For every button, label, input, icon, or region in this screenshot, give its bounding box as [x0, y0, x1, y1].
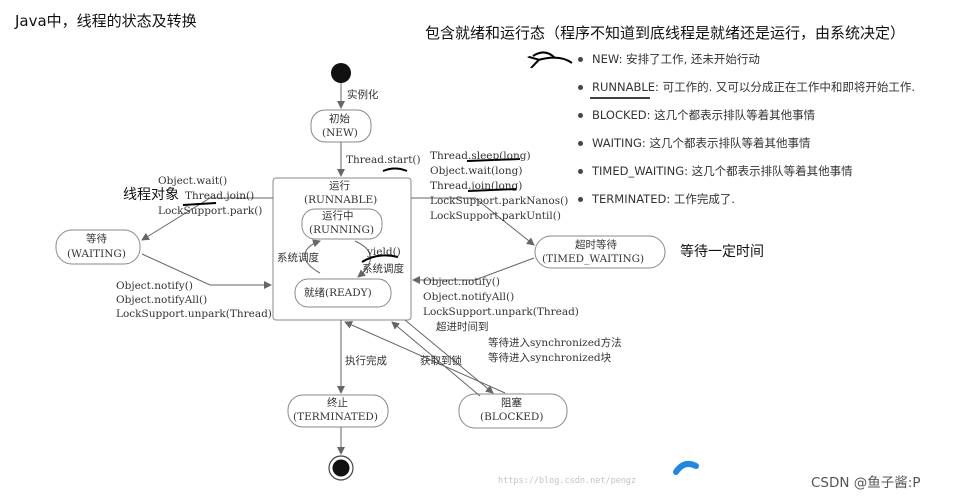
- state-terminated-en: (TERMINATED): [293, 411, 378, 423]
- edge-label-timeout: 超进时间到: [436, 321, 489, 333]
- state-timed-waiting-name: 超时等待: [575, 239, 617, 251]
- edge-label-timed-unpark: LockSupport.unpark(Thread): [423, 306, 579, 318]
- edge-to-timed: [411, 197, 535, 246]
- runnable-heading: 包含就绪和运行态（程序不知道到底线程是就绪还是运行，由系统决定）: [425, 24, 906, 42]
- edge-label-join: Thread.join(): [185, 190, 255, 202]
- edge-label-join-long: Thread.join(long): [430, 180, 523, 192]
- underline-start: [382, 167, 408, 172]
- edge-acquire-lock: [391, 321, 481, 397]
- edge-label-sync-block: 等待进入synchronized块: [488, 352, 612, 364]
- edge-label-timed-notify-all: Object.notifyAll(): [423, 291, 515, 303]
- state-runnable-name: 运行: [329, 180, 350, 192]
- annotation-timed-note: 等待一定时间: [680, 244, 764, 260]
- state-ready-label: 就绪(READY): [304, 287, 372, 299]
- edge-label-yield: yield(): [367, 246, 401, 258]
- watermark-logo-mark: [673, 461, 699, 475]
- edge-label-park-nanos: LockSupport.parkNanos(): [430, 195, 569, 207]
- edge-ready-to-running: [304, 239, 321, 274]
- url-watermark: https://blog.csdn.net/pengz: [498, 476, 637, 486]
- legend-item-runnable: RUNNABLE: 可工作的. 又可以分成正在工作中和即将开始工作.: [576, 80, 915, 108]
- edge-timeout: [344, 321, 506, 394]
- edge-from-timed: [412, 257, 535, 284]
- edge-label-sync-method: 等待进入synchronized方法: [488, 337, 622, 349]
- annotation-hand-arrow: [532, 51, 556, 59]
- annotation-thread-object: 线程对象: [123, 187, 179, 203]
- underline-join-long: [467, 188, 517, 192]
- state-terminated-box: [287, 394, 389, 428]
- edge-label-wait: Object.wait(): [158, 175, 228, 187]
- edge-from-waiting: [141, 253, 272, 289]
- state-running-name: 运行中: [322, 210, 354, 222]
- legend-item-waiting: WAITING: 这几个都表示排队等着其他事情: [576, 136, 915, 164]
- underline-yield: [361, 254, 399, 263]
- edge-label-finish: 执行完成: [345, 355, 387, 367]
- state-runnable-en: (RUNNABLE): [304, 194, 378, 206]
- edge-label-acquire: 获取到锁: [420, 355, 462, 367]
- state-terminated-name: 终止: [327, 397, 348, 409]
- csdn-watermark: CSDN @鱼子酱:P: [811, 475, 921, 491]
- state-running-box: [301, 208, 383, 240]
- start-node: [331, 63, 351, 83]
- edge-label-notify: Object.notify(): [116, 280, 193, 292]
- state-blocked-en: (BLOCKED): [480, 411, 544, 423]
- edge-label-instantiate: 实例化: [347, 89, 379, 101]
- underline-sleep: [466, 158, 521, 162]
- legend-item-new: NEW: 安排了工作, 还未开始行动: [576, 52, 915, 80]
- edge-label-park-until: LockSupport.parkUntil(): [430, 210, 561, 222]
- state-blocked-box: [458, 393, 568, 429]
- state-running-en: (RUNNING): [309, 224, 375, 236]
- page-title: Java中，线程的状态及转换: [15, 12, 197, 30]
- state-ready-box: [294, 278, 392, 308]
- edge-label-notify-all: Object.notifyAll(): [116, 294, 208, 306]
- state-waiting-en: (WAITING): [67, 248, 126, 260]
- edge-label-start: Thread.start(): [346, 154, 421, 166]
- state-legend: NEW: 安排了工作, 还未开始行动 RUNNABLE: 可工作的. 又可以分成…: [576, 52, 915, 220]
- edge-label-timed-notify: Object.notify(): [423, 276, 500, 288]
- edge-label-park: LockSupport.park(): [158, 205, 263, 217]
- state-new-en: (NEW): [322, 127, 358, 139]
- state-new-name: 初始: [329, 113, 350, 125]
- legend-item-timed-waiting: TIMED_WAITING: 这几个都表示排队等着其他事情: [576, 164, 915, 192]
- edge-label-unpark: LockSupport.unpark(Thread): [116, 308, 272, 320]
- state-waiting-name: 等待: [86, 233, 107, 245]
- legend-item-terminated: TERMINATED: 工作完成了.: [576, 192, 915, 220]
- end-node-core: [332, 459, 350, 477]
- end-node-ring: [328, 455, 354, 481]
- legend-item-blocked: BLOCKED: 这几个都表示排队等着其他事情: [576, 108, 915, 136]
- state-waiting-box: [55, 229, 141, 265]
- annotation-hand-arrow-head: [538, 58, 573, 63]
- edge-label-sched-right: 系统调度: [362, 263, 404, 275]
- edge-label-wait-long: Object.wait(long): [430, 165, 523, 177]
- edge-label-sleep-long: Thread.sleep(long): [430, 150, 531, 162]
- underline-join: [182, 202, 217, 206]
- state-timed-waiting-box: [534, 235, 666, 269]
- state-blocked-name: 阻塞: [501, 397, 522, 409]
- edge-to-waiting: [141, 197, 273, 241]
- edge-label-sched-left: 系统调度: [277, 252, 319, 264]
- state-timed-waiting-en: (TIMED_WAITING): [542, 253, 645, 265]
